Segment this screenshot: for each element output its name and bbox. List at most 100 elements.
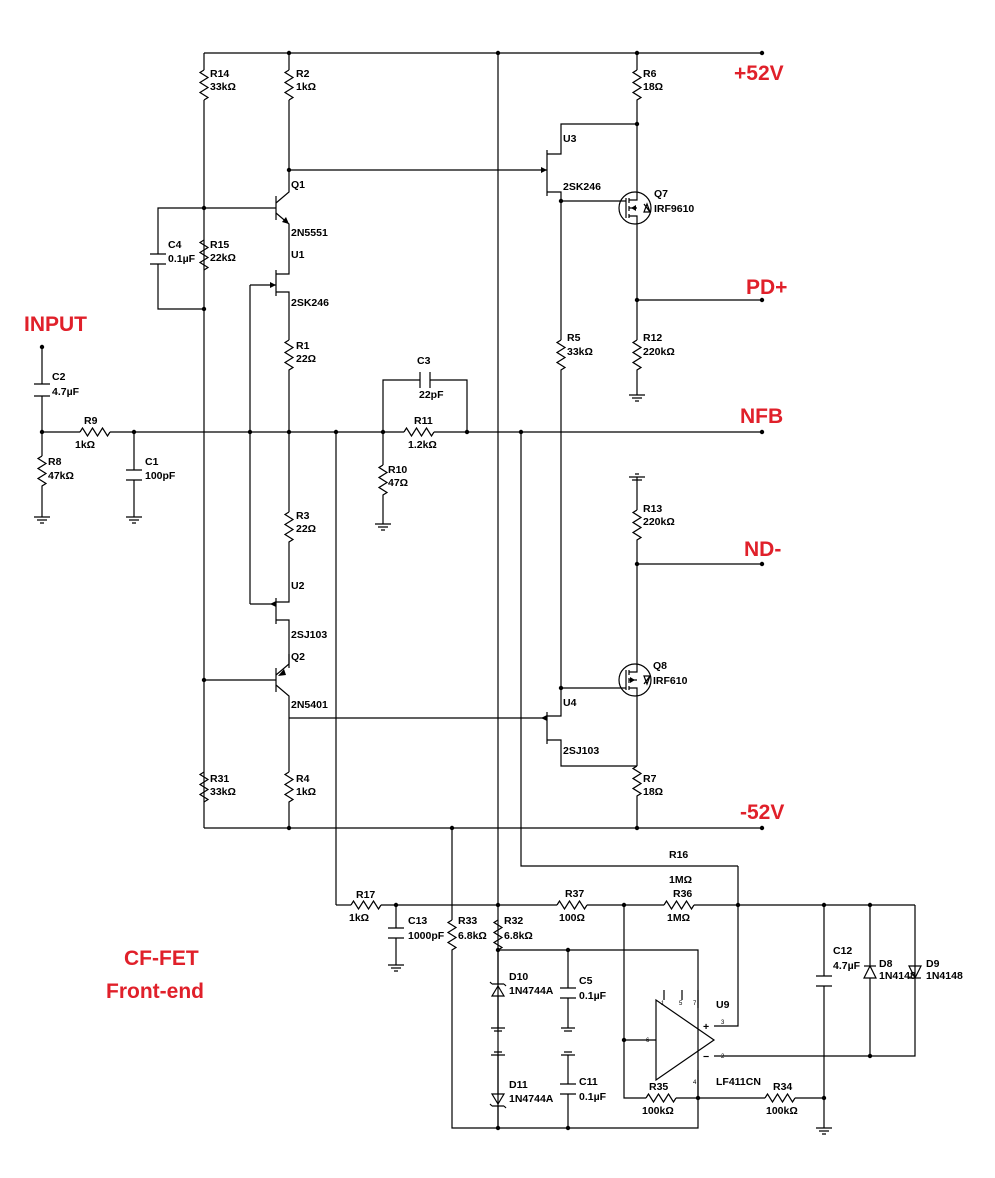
c13-ref: C13	[408, 915, 427, 927]
net-label-input: INPUT	[24, 313, 87, 336]
r6-value: 18Ω	[643, 81, 663, 93]
net-label-nfb: NFB	[740, 405, 783, 428]
c1-value: 100pF	[145, 470, 176, 482]
r10-value: 47Ω	[388, 477, 408, 489]
output-stage	[541, 53, 762, 828]
c5-value: 0.1µF	[579, 990, 607, 1002]
r15-resistor	[198, 239, 210, 271]
r32-ref: R32	[504, 915, 523, 927]
c5-ref: C5	[579, 975, 593, 987]
u1-ref: U1	[291, 249, 305, 261]
r36-value: 1MΩ	[667, 912, 690, 924]
c3-ref: C3	[417, 355, 431, 367]
u9-ref: U9	[716, 999, 730, 1011]
net-label-vminus: -52V	[740, 801, 784, 824]
r17-value: 1kΩ	[349, 912, 369, 924]
c13-value: 1000pF	[408, 930, 445, 942]
r37-ref: R37	[565, 888, 584, 900]
c2-value: 4.7µF	[52, 386, 80, 398]
net-labels: +52V PD+ INPUT NFB ND- -52V CF-FET Front…	[24, 62, 787, 1003]
q7-value: IRF9610	[654, 203, 694, 215]
r31-resistor	[198, 771, 210, 803]
r8-ref: R8	[48, 456, 62, 468]
svg-text:4: 4	[693, 1080, 697, 1086]
r32-value: 6.8kΩ	[504, 930, 533, 942]
r5-value: 33kΩ	[567, 346, 593, 358]
r11-ref: R11	[414, 415, 433, 427]
svg-text:+: +	[703, 1021, 709, 1033]
r10-ref: R10	[388, 464, 407, 476]
r9-ref: R9	[84, 415, 98, 427]
d8-value: 1N4148	[879, 970, 916, 982]
r11-value: 1.2kΩ	[408, 439, 437, 451]
svg-text:7: 7	[693, 1001, 697, 1007]
r37-value: 100Ω	[559, 912, 585, 924]
r14-value: 33kΩ	[210, 81, 236, 93]
d11-value: 1N4744A	[509, 1093, 554, 1105]
r1-value: 22Ω	[296, 353, 316, 365]
svg-text:1: 1	[661, 1001, 665, 1007]
r7-value: 18Ω	[643, 786, 663, 798]
r14-resistor	[198, 69, 210, 101]
svg-text:−: −	[703, 1051, 709, 1063]
r12-value: 220kΩ	[643, 346, 675, 358]
r33-ref: R33	[458, 915, 477, 927]
r1-ref: R1	[296, 340, 310, 352]
q2-value: 2N5401	[291, 699, 328, 711]
u2-value: 2SJ103	[291, 629, 327, 641]
r17-ref: R17	[356, 889, 375, 901]
net-label-ndminus: ND-	[744, 538, 781, 561]
servo-section	[336, 828, 922, 1135]
d9-ref: D9	[926, 958, 940, 970]
r3-value: 22Ω	[296, 523, 316, 535]
r15-ref: R15	[210, 239, 229, 251]
u1-value: 2SK246	[291, 297, 329, 309]
c1-ref: C1	[145, 456, 159, 468]
r16-ref: R16	[669, 849, 688, 861]
c4-value: 0.1µF	[168, 253, 196, 265]
input-section	[34, 347, 289, 524]
r13-value: 220kΩ	[643, 516, 675, 528]
u4-value: 2SJ103	[563, 745, 599, 757]
component-labels: R14 33kΩ R2 1kΩ R6 18Ω Q1 2N5551 U1 2SK2…	[48, 68, 963, 1117]
r4-value: 1kΩ	[296, 786, 316, 798]
title-line-1: CF-FET	[124, 947, 199, 970]
c3-value: 22pF	[419, 389, 444, 401]
r6-ref: R6	[643, 68, 657, 80]
d8-ref: D8	[879, 958, 893, 970]
r15-value: 22kΩ	[210, 252, 236, 264]
r31-value: 33kΩ	[210, 786, 236, 798]
c11-ref: C11	[579, 1076, 598, 1088]
feedback-network	[289, 372, 762, 905]
d11-ref: D11	[509, 1079, 528, 1091]
q7-ref: Q7	[654, 188, 668, 200]
r16-value: 1MΩ	[669, 874, 692, 886]
u2-ref: U2	[291, 580, 305, 592]
q2-ref: Q2	[291, 651, 305, 663]
q1-ref: Q1	[291, 179, 305, 191]
r7-ref: R7	[643, 773, 657, 785]
opamp-pins: 1 5 7 6 3 2 4 + −	[646, 1001, 725, 1086]
r35-value: 100kΩ	[642, 1105, 674, 1117]
r14-ref: R14	[210, 68, 229, 80]
net-label-vplus: +52V	[734, 62, 784, 85]
u3-value: 2SK246	[563, 181, 601, 193]
r13-ref: R13	[643, 503, 662, 515]
r2-ref: R2	[296, 68, 310, 80]
c2-ref: C2	[52, 371, 66, 383]
r36-ref: R36	[673, 888, 692, 900]
title-line-2: Front-end	[106, 980, 204, 1003]
r5-ref: R5	[567, 332, 581, 344]
d9-value: 1N4148	[926, 970, 963, 982]
r35-ref: R35	[649, 1081, 668, 1093]
net-label-pdplus: PD+	[746, 276, 787, 299]
r12-ref: R12	[643, 332, 662, 344]
d10-value: 1N4744A	[509, 985, 554, 997]
u4-ref: U4	[563, 697, 577, 709]
r31-ref: R31	[210, 773, 229, 785]
c4-ref: C4	[168, 239, 182, 251]
r9-value: 1kΩ	[75, 439, 95, 451]
r2-value: 1kΩ	[296, 81, 316, 93]
